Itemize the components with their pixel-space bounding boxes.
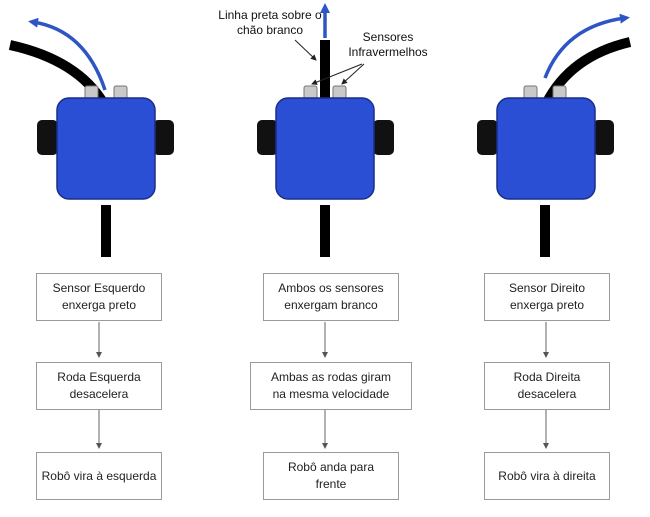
sensor-label: Sensores Infravermelhos	[348, 30, 428, 59]
result-box-right: Robô vira à direita	[484, 452, 610, 500]
sensor-pointer-right	[341, 63, 365, 85]
right-wheel	[373, 120, 394, 155]
sensor-pointer-left	[311, 63, 363, 85]
left-wheel	[37, 120, 58, 155]
robot-body	[56, 97, 156, 200]
tail-line	[320, 205, 330, 257]
turn-right-arrow	[543, 13, 630, 79]
robot-left	[8, 17, 174, 257]
action-box-left: Roda Esquerda desacelera	[36, 362, 162, 410]
line-label: Linha preta sobre o chão branco	[218, 8, 322, 37]
tail-line	[101, 205, 111, 257]
robot-body	[496, 97, 596, 200]
tail-line	[540, 205, 550, 257]
right-wheel	[593, 120, 614, 155]
condition-box-center: Ambos os sensores enxergam branco	[263, 273, 399, 321]
condition-box-right: Sensor Direito enxerga preto	[484, 273, 610, 321]
robot-body	[275, 97, 375, 200]
robot-center	[257, 3, 394, 257]
left-wheel	[257, 120, 278, 155]
action-box-right: Roda Direita desacelera	[484, 362, 610, 410]
turn-left-arrow	[28, 17, 107, 91]
black-line-center	[320, 40, 330, 102]
robot-right	[477, 13, 632, 257]
action-box-center: Ambas as rodas giram na mesma velocidade	[250, 362, 412, 410]
condition-box-left: Sensor Esquerdo enxerga preto	[36, 273, 162, 321]
result-box-center: Robô anda para frente	[263, 452, 399, 500]
left-wheel	[477, 120, 498, 155]
black-line-right	[541, 37, 632, 107]
line-label-pointer	[294, 39, 317, 61]
right-wheel	[153, 120, 174, 155]
flow-arrows	[96, 322, 549, 449]
result-box-left: Robô vira à esquerda	[36, 452, 162, 500]
